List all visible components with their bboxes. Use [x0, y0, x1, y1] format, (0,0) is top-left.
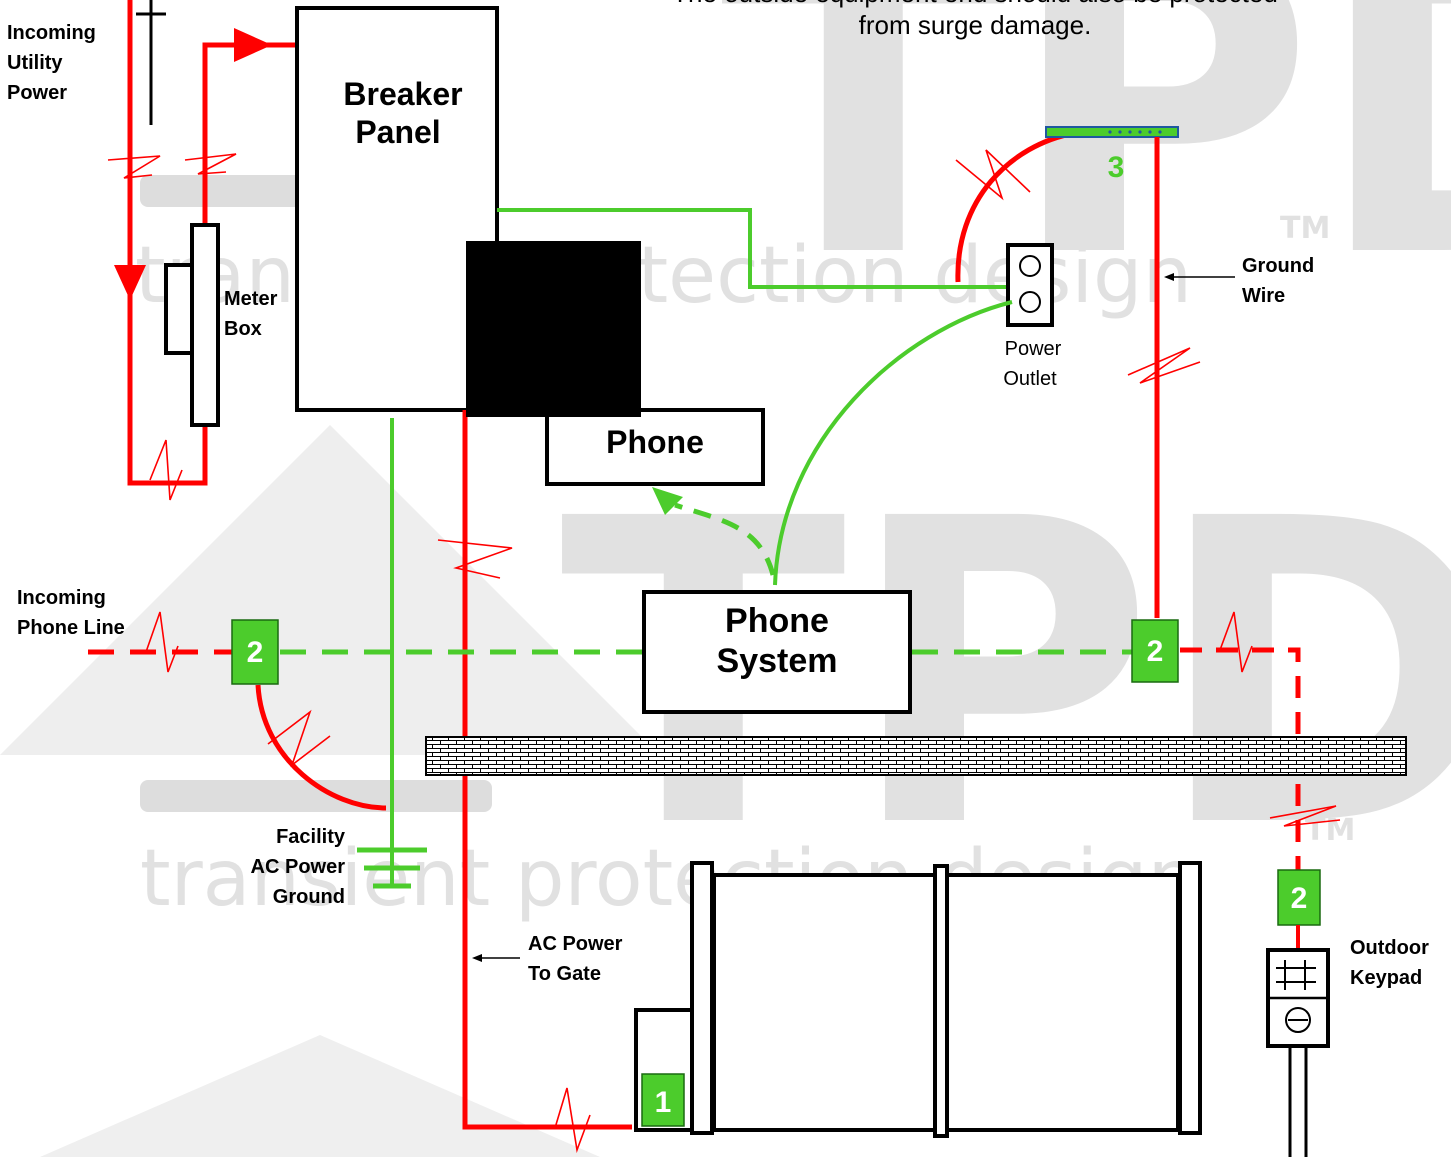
- brick-wall: [425, 736, 1407, 776]
- outlet-socket-top-icon: [1019, 255, 1041, 277]
- header-line-1: The outside equipment end should also be…: [672, 0, 1278, 8]
- keypad-grid-icon: [1276, 960, 1316, 990]
- svg-text:Keypad: Keypad: [1350, 967, 1422, 989]
- phone-line-protector-left: 2: [231, 619, 279, 685]
- svg-text:AC Power: AC Power: [528, 933, 623, 955]
- power-outlet-label: Power Outlet: [1003, 338, 1061, 390]
- ground-wire-label: Ground Wire: [1164, 255, 1314, 307]
- svg-text:Meter: Meter: [224, 288, 278, 310]
- svg-text:Power: Power: [1005, 338, 1062, 360]
- svg-text:Incoming: Incoming: [7, 22, 96, 44]
- power-outlet: [1006, 243, 1054, 327]
- incoming-phone-line: [88, 611, 232, 673]
- svg-text:To Gate: To Gate: [528, 963, 601, 985]
- phone-link-dashed: [652, 487, 776, 576]
- utility-power-loop: [107, 0, 296, 501]
- phone-system-power-wire: [773, 300, 1013, 586]
- header-line-2: from surge damage.: [859, 10, 1092, 40]
- phone-line-protector-right: 2: [1131, 619, 1179, 683]
- facility-ground-label: Facility AC Power Ground: [251, 826, 346, 908]
- phone-system-label-1: Phone: [725, 602, 829, 640]
- keypad-post: [1288, 1046, 1308, 1157]
- phone-system: Phone System: [642, 590, 912, 714]
- ac-power-to-gate-label: AC Power To Gate: [472, 933, 623, 985]
- svg-text:Wire: Wire: [1242, 285, 1285, 307]
- svg-text:Facility: Facility: [276, 826, 346, 848]
- utility-power-label: Incoming Utility Power: [7, 22, 96, 104]
- protector-ground-arc: [255, 684, 387, 811]
- meter-box: [164, 223, 220, 427]
- facility-ground: [357, 418, 427, 889]
- svg-text:Ground: Ground: [1242, 255, 1314, 277]
- svg-text:Phone Line: Phone Line: [17, 617, 125, 639]
- arrow-right-icon: [234, 28, 272, 62]
- sliding-gate: [634, 861, 1202, 1138]
- outdoor-keypad: [1266, 925, 1330, 1157]
- incoming-phone-line-label: Incoming Phone Line: [17, 587, 125, 639]
- watermark-letters-top: TPD: [720, 0, 1451, 350]
- svg-text:Outdoor: Outdoor: [1350, 937, 1429, 959]
- svg-text:AC Power: AC Power: [251, 856, 346, 878]
- keypad-phone-line: [1180, 611, 1341, 870]
- svg-text:Incoming: Incoming: [17, 587, 106, 609]
- arrow-up-left-icon: [652, 487, 683, 515]
- breaker-panel-label-2: Panel: [355, 114, 440, 150]
- svg-text:2: 2: [1291, 882, 1308, 915]
- gate-protector: 1: [641, 1073, 685, 1127]
- outlet-socket-bottom-icon: [1019, 291, 1041, 313]
- svg-text:Ground: Ground: [273, 886, 345, 908]
- header-note: The outside equipment end should also be…: [672, 0, 1278, 40]
- ac-power-to-gate-wire: [437, 410, 632, 1154]
- arrow-down-icon: [114, 265, 146, 300]
- keypad-lock-icon: [1285, 1007, 1311, 1033]
- utility-pole-icon: [136, 0, 166, 125]
- svg-text:2: 2: [247, 636, 264, 669]
- breaker-panel: Breaker Panel: [295, 6, 499, 412]
- surge-strip-number: 3: [1108, 151, 1125, 184]
- svg-text:Power: Power: [7, 82, 67, 104]
- phone-label: Phone: [606, 424, 704, 460]
- ground-wire: [1127, 137, 1201, 618]
- surge-strip: 3: [955, 126, 1179, 283]
- outlet-feed-wire: [497, 208, 1006, 289]
- svg-text:Utility: Utility: [7, 52, 63, 74]
- keypad-protector: 2: [1277, 869, 1321, 926]
- outdoor-keypad-label: Outdoor Keypad: [1350, 937, 1429, 989]
- svg-text:Outlet: Outlet: [1003, 368, 1057, 390]
- meter-box-label: Meter Box: [224, 288, 278, 340]
- watermark-tm-top: TM: [1280, 211, 1330, 246]
- svg-text:2: 2: [1147, 635, 1164, 668]
- phone-system-label-2: System: [717, 642, 838, 680]
- watermark-tm-bottom: TM: [1305, 813, 1355, 848]
- phone-box: Phone: [545, 408, 765, 486]
- breaker-panel-label-1: Breaker: [343, 76, 462, 112]
- svg-text:1: 1: [655, 1086, 672, 1119]
- redacted-block: [466, 241, 641, 417]
- svg-text:Box: Box: [224, 318, 262, 340]
